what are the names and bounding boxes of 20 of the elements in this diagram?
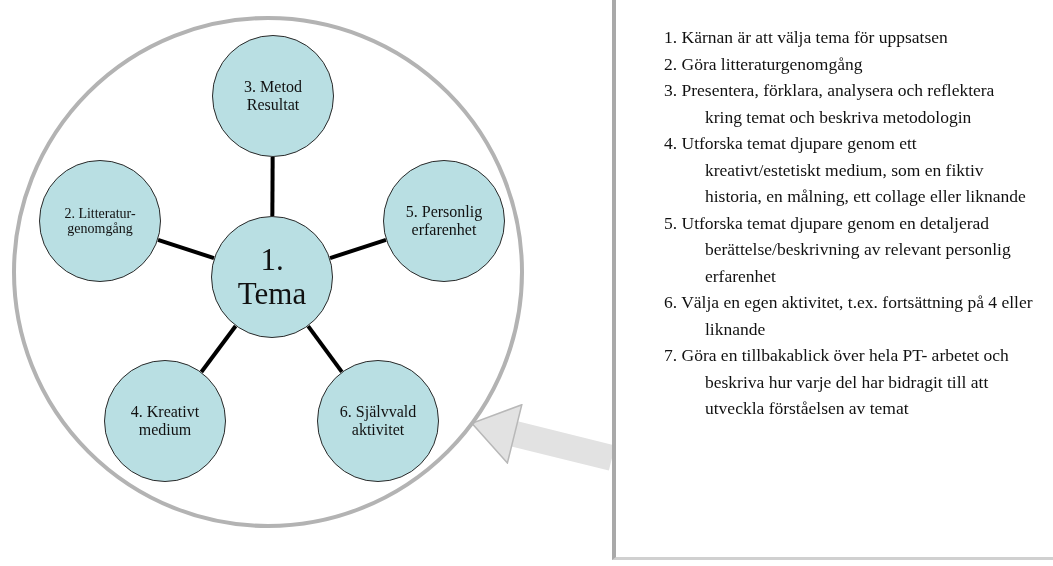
connector-line <box>329 238 387 261</box>
circle-label: 1. Tema <box>236 242 308 312</box>
circle-label: 3. Metod Resultat <box>243 78 303 114</box>
enclosing-circle <box>12 16 524 528</box>
circle-label: 5. Personlig erfarenhet <box>404 203 484 239</box>
circle-label: 6. Självvald aktivitet <box>338 403 418 439</box>
description-panel <box>612 0 1053 560</box>
connector-line <box>270 157 275 216</box>
list-item: 7. Göra en tillbakablick över hela PT- arbetet och beskriva hur varje del har bidragit till att utveckla förståelsen av temat <box>664 344 1010 420</box>
list-item: 4. Utforska temat djupare genom ett kreativt/estetiskt medium, som en fiktiv historia, en målning, ett collage eller liknande <box>664 132 1027 208</box>
circle-label: 4. Kreativt medium <box>129 403 201 439</box>
connector-line <box>157 238 215 261</box>
connector-line <box>306 324 344 374</box>
list-item: 2. Göra litteraturgenomgång <box>664 52 864 76</box>
list-item: 3. Presentera, förklara, analysera och reflektera kring temat och beskriva metodologin <box>664 79 996 129</box>
list-item: 1. Kärnan är att välja tema för uppsatsen <box>664 26 949 49</box>
circle-label: 2. Litteratur- genomgång <box>63 205 137 237</box>
list-item: 5. Utforska temat djupare genom en detaljerad berättelse/beskrivning av relevant personlig erfarenhet <box>664 211 1012 288</box>
connector-line <box>199 324 238 374</box>
list-item: 6. Välja en egen aktivitet, t.ex. fortsättning på 4 eller liknande <box>664 291 1034 341</box>
